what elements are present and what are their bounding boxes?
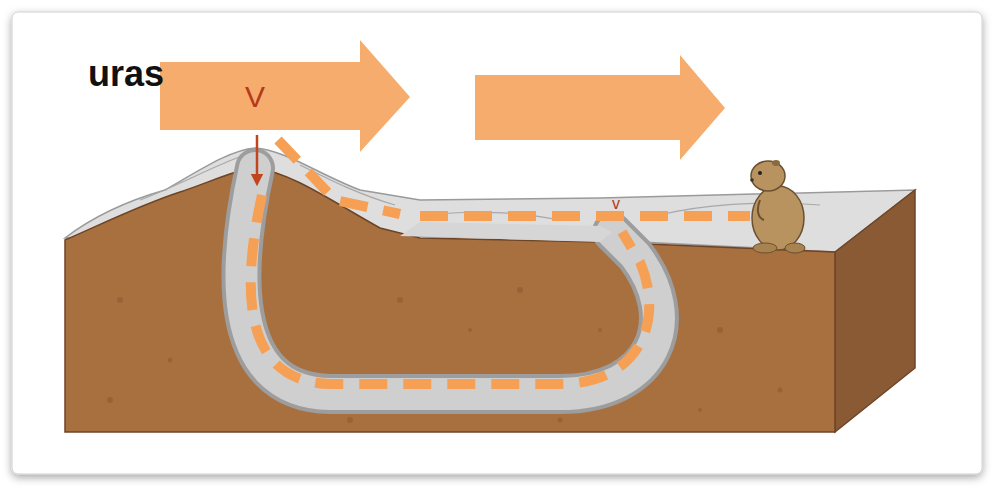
section-title: uras bbox=[88, 56, 164, 92]
velocity-label: V bbox=[245, 82, 265, 112]
wind-arrow bbox=[160, 40, 410, 152]
tunnel bbox=[241, 168, 658, 394]
picture-frame bbox=[12, 12, 982, 474]
tunnel-wall bbox=[241, 168, 658, 394]
air-flow bbox=[251, 140, 750, 384]
prairie-dog bbox=[750, 160, 805, 253]
wind-arrow bbox=[475, 55, 725, 160]
soil-section bbox=[65, 168, 835, 432]
velocity-label: v bbox=[612, 196, 620, 212]
flow-arrow bbox=[256, 135, 259, 180]
surface-channel bbox=[400, 222, 612, 242]
ground-side bbox=[835, 190, 915, 432]
